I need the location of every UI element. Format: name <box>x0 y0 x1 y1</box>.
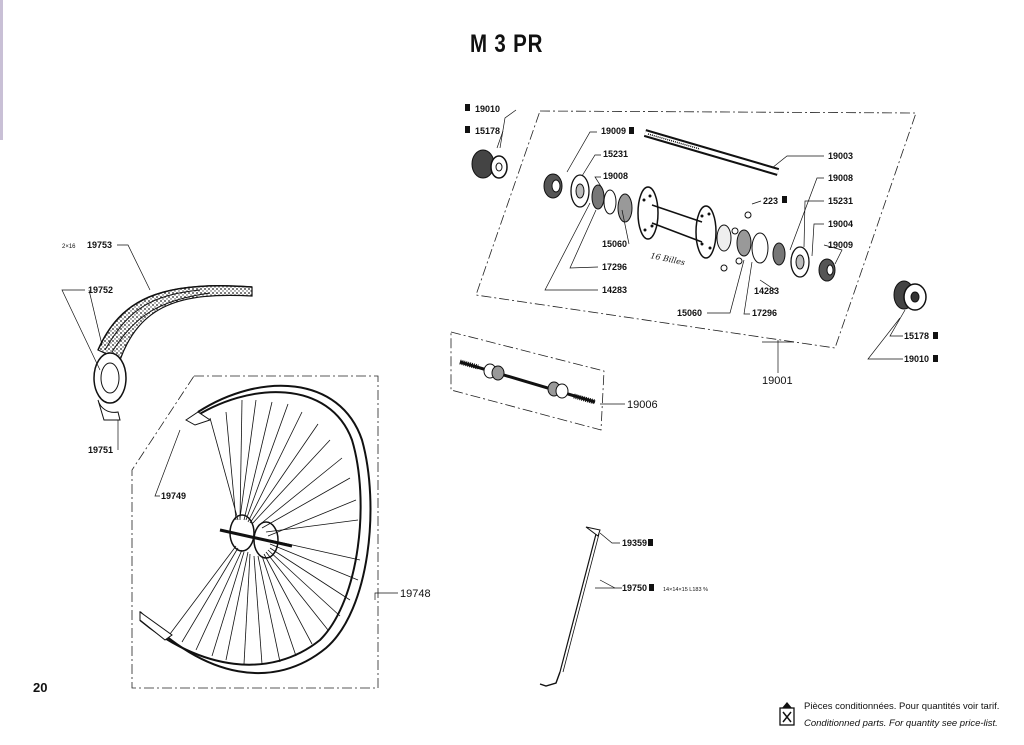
hub-body <box>637 186 717 259</box>
page-number: 20 <box>33 680 48 695</box>
page-title: M 3 PR <box>470 30 544 58</box>
part-15178b: 15178 <box>904 331 929 341</box>
part-19010b: 19010 <box>904 354 929 364</box>
part-19009a: 19009 <box>601 126 626 136</box>
part-15231a: 15231 <box>603 149 628 159</box>
spindle-19006 <box>459 359 596 405</box>
part-19749: 19749 <box>161 491 186 501</box>
part-19008a: 19008 <box>603 171 628 181</box>
part-19748: 19748 <box>400 588 431 600</box>
part-19753: 19753 <box>87 240 112 250</box>
part-19010a: 19010 <box>475 104 500 114</box>
part-14283b: 14283 <box>754 286 779 296</box>
part-15231b: 15231 <box>828 196 853 206</box>
part-19751: 19751 <box>88 445 113 455</box>
wheel-frame <box>131 375 379 689</box>
page-edge <box>0 0 3 140</box>
spoke-19750 <box>539 526 601 687</box>
tire-and-tube <box>93 284 253 421</box>
part-17296a: 17296 <box>602 262 627 272</box>
handwritten-note: 16 Billes <box>650 251 686 267</box>
part-15178a: 15178 <box>475 126 500 136</box>
packaged-marks <box>465 104 938 591</box>
part-17296b: 17296 <box>752 308 777 318</box>
part-19008b: 19008 <box>828 173 853 183</box>
part-19750: 19750 <box>622 583 647 593</box>
part-19003: 19003 <box>828 151 853 161</box>
packaged-part-icon <box>779 702 795 726</box>
part-19359: 19359 <box>622 538 647 548</box>
legend-text-fr: Pièces conditionnées. Pour quantités voi… <box>804 701 1000 712</box>
hub-left-parts <box>543 173 633 223</box>
part-19009b: 19009 <box>828 240 853 250</box>
tire-size-note: 2×16 <box>62 244 76 250</box>
spindle-frame <box>450 331 605 431</box>
hub-assembly-frame <box>475 110 917 349</box>
part-223: 223 <box>763 196 778 206</box>
part-19001: 19001 <box>762 375 793 387</box>
part-19752: 19752 <box>88 285 113 295</box>
nut-left <box>471 149 508 179</box>
hub-right-parts <box>716 211 836 282</box>
spoke-size-note: 14×14×15 L183 % <box>663 587 708 593</box>
part-15060a: 15060 <box>602 239 627 249</box>
part-19006: 19006 <box>627 399 658 411</box>
legend-text-en: Conditionned parts. For quantity see pri… <box>804 718 998 729</box>
wheel-19748 <box>139 384 372 674</box>
part-14283a: 14283 <box>602 285 627 295</box>
part-15060b: 15060 <box>677 308 702 318</box>
part-19004: 19004 <box>828 219 853 229</box>
axle-19003 <box>643 129 780 176</box>
nut-right <box>893 280 927 311</box>
